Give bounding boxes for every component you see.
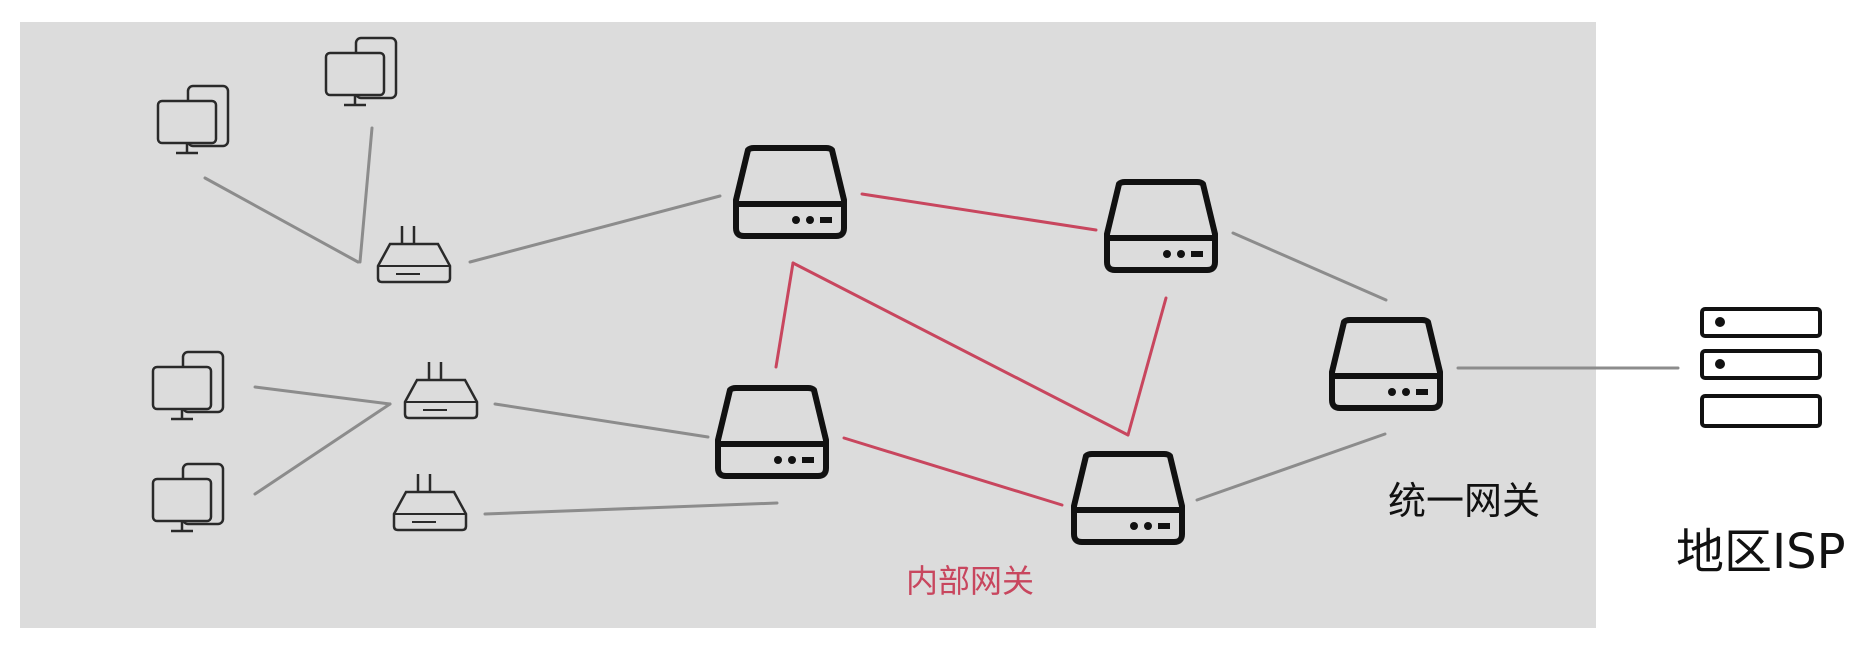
- link-pc2-ap1: [358, 126, 374, 264]
- router-icon: [718, 388, 826, 476]
- link-router4-unified: [1195, 432, 1387, 502]
- unified-gateway-label: 统一网关: [1388, 479, 1541, 523]
- server-rack-icon: [1700, 307, 1822, 428]
- router-icon: [1332, 320, 1440, 408]
- link-router1-router3: [860, 192, 1098, 232]
- link-pc3-ap2: [253, 385, 392, 406]
- router-icon: [1074, 454, 1182, 542]
- link-router1-router4: [791, 261, 1130, 437]
- red-links: [774, 192, 1168, 507]
- router-icon: [1107, 182, 1215, 270]
- link-router1-router2: [774, 261, 795, 369]
- link-ap2-router2: [493, 402, 710, 439]
- link-pc4-ap2: [253, 402, 392, 496]
- router-icon: [736, 148, 844, 236]
- link-pc1-ap1: [203, 176, 360, 264]
- link-ap1-router1: [468, 194, 722, 264]
- gray-links: [203, 126, 1680, 516]
- internal-gateway-label: 内部网关: [906, 562, 1035, 600]
- link-ap3-router2: [483, 501, 779, 516]
- network-panel: [20, 22, 1596, 628]
- regional-isp-label: 地区ISP: [1676, 524, 1846, 580]
- link-router3-router4: [1126, 296, 1168, 437]
- link-router3-unified: [1231, 231, 1388, 302]
- link-router2-router4: [842, 436, 1064, 507]
